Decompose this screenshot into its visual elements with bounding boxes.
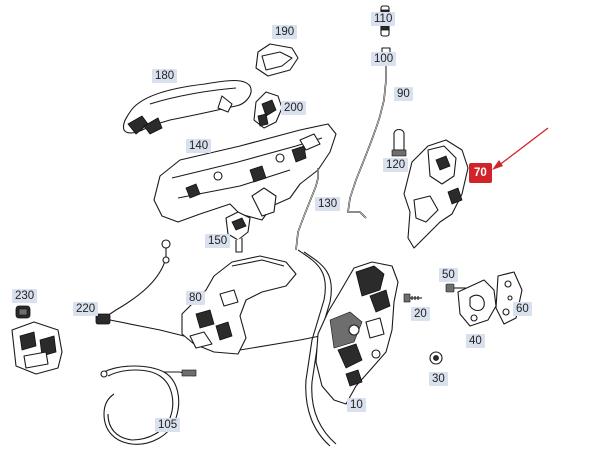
callout-50: 50 <box>439 268 458 282</box>
callout-220: 220 <box>73 302 99 316</box>
callout-120: 105 <box>155 418 181 432</box>
callout-10: 10 <box>347 398 366 412</box>
callout-40: 40 <box>466 334 485 348</box>
part-50-pin <box>445 283 466 293</box>
callout-105: 110 <box>371 12 396 26</box>
callout-100: 100 <box>371 52 397 66</box>
callout-20: 20 <box>411 307 430 321</box>
callout-110: 120 <box>383 158 409 172</box>
part-110-knob <box>391 128 407 157</box>
callout-30: 30 <box>429 372 448 386</box>
part-180-handle <box>122 79 252 135</box>
callout-150: 150 <box>205 234 231 248</box>
callout-60: 60 <box>513 302 532 316</box>
callout-230: 230 <box>12 289 38 303</box>
callout-140: 140 <box>186 139 212 153</box>
part-40-striker <box>457 279 497 327</box>
callout-200: 200 <box>281 101 307 115</box>
highlight-arrow <box>492 127 549 170</box>
part-200-bracket <box>253 91 283 129</box>
part-150-insert <box>225 211 251 253</box>
part-60-plate <box>495 271 523 325</box>
part-80-lock-cover <box>181 255 297 355</box>
part-120-cable <box>100 365 197 445</box>
part-140-handle-carrier <box>153 123 337 223</box>
callout-130: 130 <box>315 197 341 211</box>
callout-80: 80 <box>186 291 205 305</box>
actuator-motor <box>11 321 63 375</box>
part-20-screw <box>403 293 422 303</box>
callout-70-highlighted: 70 <box>469 163 492 183</box>
callout-180: 180 <box>152 69 178 83</box>
callout-90: 90 <box>394 87 413 101</box>
callout-190: 190 <box>272 25 298 39</box>
part-30-screw <box>429 351 443 365</box>
part-230-connector <box>15 305 31 319</box>
part-90-rod <box>347 60 387 219</box>
part-10-door-lock <box>315 261 399 405</box>
part-70-housing <box>403 139 469 249</box>
part-190-cap <box>255 43 299 77</box>
